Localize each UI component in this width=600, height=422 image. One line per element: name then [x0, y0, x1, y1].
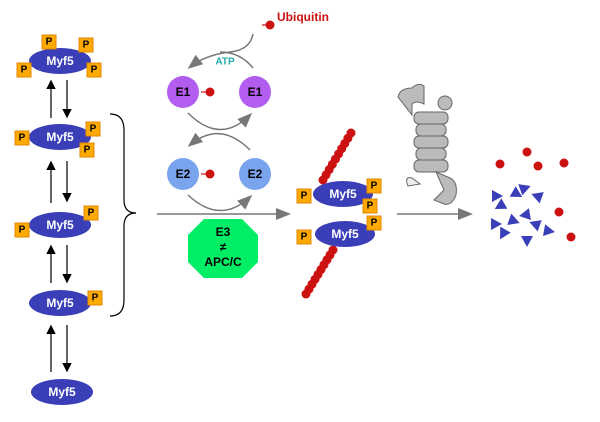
atp-label: ATP	[215, 57, 235, 68]
svg-text:Myf5: Myf5	[331, 227, 359, 241]
peptide-fragment	[492, 190, 503, 202]
myf5-state-4p: Myf5 P P P P	[16, 34, 102, 78]
svg-text:E2: E2	[248, 167, 263, 181]
myf5-state-2p: Myf5 P P	[14, 205, 99, 238]
svg-text:Myf5: Myf5	[46, 296, 74, 310]
peptide-fragment	[531, 192, 544, 204]
svg-text:P: P	[92, 293, 99, 304]
svg-text:E1: E1	[248, 85, 263, 99]
ubiquitin-fragment	[533, 161, 543, 171]
proteasome-icon	[397, 83, 457, 205]
peptide-fragment	[543, 224, 555, 237]
svg-text:Myf5: Myf5	[48, 385, 76, 399]
phospho-group: P	[14, 222, 30, 238]
myf5-state-0p: Myf5	[31, 379, 93, 405]
svg-text:P: P	[19, 133, 26, 144]
myf5-state-3p: Myf5 P P P	[14, 121, 101, 158]
peptide-fragment	[509, 186, 523, 197]
phospho-group: P	[16, 62, 32, 78]
phospho-group: P	[79, 142, 95, 158]
ubiquitin-fragment	[522, 147, 532, 157]
svg-text:P: P	[21, 65, 28, 76]
svg-text:P: P	[301, 232, 308, 243]
myf5-protein	[29, 48, 91, 74]
polyubiquitin-chain-bottom	[301, 245, 338, 299]
phospho-group: P	[366, 215, 382, 231]
phospho-group: P	[296, 188, 312, 204]
myf5-label: Myf5	[46, 54, 74, 68]
phospho-group: P	[362, 198, 378, 214]
e1-enzymes: E1 E1	[167, 76, 271, 131]
transfer-arrow	[187, 132, 251, 151]
phospho-group: P	[14, 130, 30, 146]
svg-text:APC/C: APC/C	[204, 255, 242, 269]
phospho-group: P	[296, 229, 312, 245]
svg-text:E2: E2	[176, 167, 191, 181]
svg-text:P: P	[371, 181, 378, 192]
phospho-group: P	[86, 62, 102, 78]
polyubiquitin-chain-top	[318, 128, 356, 185]
svg-text:P: P	[90, 124, 97, 135]
phospho-group: P	[78, 37, 94, 53]
e2-enzymes: E2 E2	[167, 158, 271, 212]
svg-text:P: P	[367, 201, 374, 212]
svg-text:P: P	[19, 225, 26, 236]
phospho-group: P	[87, 290, 103, 306]
svg-text:E3: E3	[216, 225, 231, 239]
ubiquitin-input: Ubiquitin ATP	[187, 10, 329, 69]
ubiquitin-bead	[318, 175, 328, 185]
svg-text:Myf5: Myf5	[329, 187, 357, 201]
phospho-group: P	[85, 121, 101, 137]
svg-text:P: P	[83, 40, 90, 51]
peptide-fragment	[519, 208, 531, 221]
peptide-fragment	[491, 218, 502, 230]
ubiquitinated-myf5-dimer: Myf5 Myf5 P P P P P	[296, 178, 382, 247]
svg-text:Myf5: Myf5	[46, 130, 74, 144]
peptide-fragment	[494, 198, 508, 209]
brace	[109, 113, 137, 317]
equilibrium-arrows	[46, 79, 72, 373]
svg-text:P: P	[88, 208, 95, 219]
svg-text:P: P	[301, 191, 308, 202]
ubiquitin-bead	[301, 289, 311, 299]
ubiquitin-icon	[205, 87, 215, 97]
svg-text:P: P	[84, 145, 91, 156]
myf5-state-1p: Myf5 P	[29, 290, 103, 316]
phospho-group: P	[366, 178, 382, 194]
ubiquitin-fragment	[566, 232, 576, 242]
peptide-fragments-icon	[491, 147, 576, 247]
svg-text:P: P	[371, 218, 378, 229]
svg-text:P: P	[91, 65, 98, 76]
peptide-fragment	[507, 213, 520, 225]
peptide-fragment	[521, 236, 533, 247]
phospho-group: P	[41, 34, 57, 50]
e3-ligase: E3 ≠ APC/C	[188, 219, 258, 278]
svg-text:≠: ≠	[220, 240, 227, 254]
svg-text:E1: E1	[176, 85, 191, 99]
svg-text:Myf5: Myf5	[46, 218, 74, 232]
ubiquitin-fragment	[554, 207, 564, 217]
phospho-group: P	[83, 205, 99, 221]
ubiquitin-icon	[205, 169, 215, 179]
ubiquitin-fragment	[559, 158, 569, 168]
peptide-fragment	[529, 220, 542, 232]
ubiquitin-label: Ubiquitin	[277, 10, 329, 24]
svg-text:P: P	[46, 37, 53, 48]
ubiquitin-fragment	[495, 159, 505, 169]
peptide-fragment	[500, 226, 511, 240]
peptide-fragment	[518, 184, 531, 196]
